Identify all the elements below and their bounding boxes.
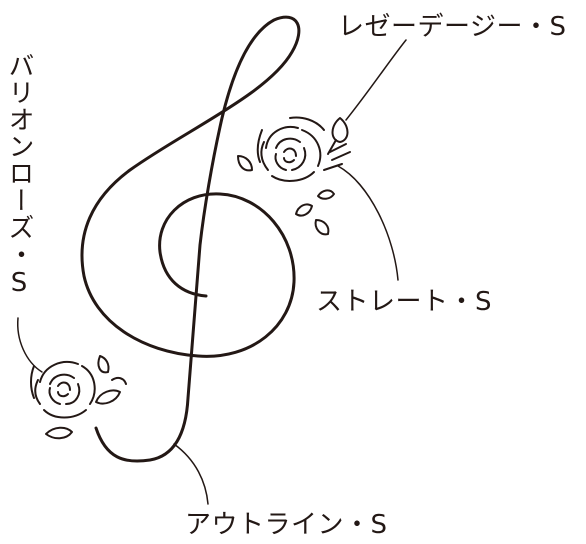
lazy-daisy-leaves-lower (45, 355, 127, 440)
treble-clef-outline-path (80, 15, 301, 463)
lazy-daisy-leaves-upper (237, 117, 349, 236)
leader-line-outline (173, 443, 209, 505)
label-bullion-rose-stitch: バリオンローズ・S (4, 52, 34, 299)
leader-lines (17, 39, 407, 505)
label-outline-stitch: アウトライン・S (185, 510, 388, 540)
bullion-rose-upper (256, 116, 325, 182)
bullion-rose-lower (30, 361, 96, 419)
label-lazy-daisy-stitch: レゼーデージー・S (338, 12, 567, 42)
leader-line-straight (337, 165, 399, 281)
straight-stitches (323, 139, 351, 171)
label-straight-stitch: ストレート・S (316, 287, 493, 317)
leader-line-lazy-daisy (345, 39, 407, 121)
leader-line-bullion-rose (17, 317, 43, 373)
